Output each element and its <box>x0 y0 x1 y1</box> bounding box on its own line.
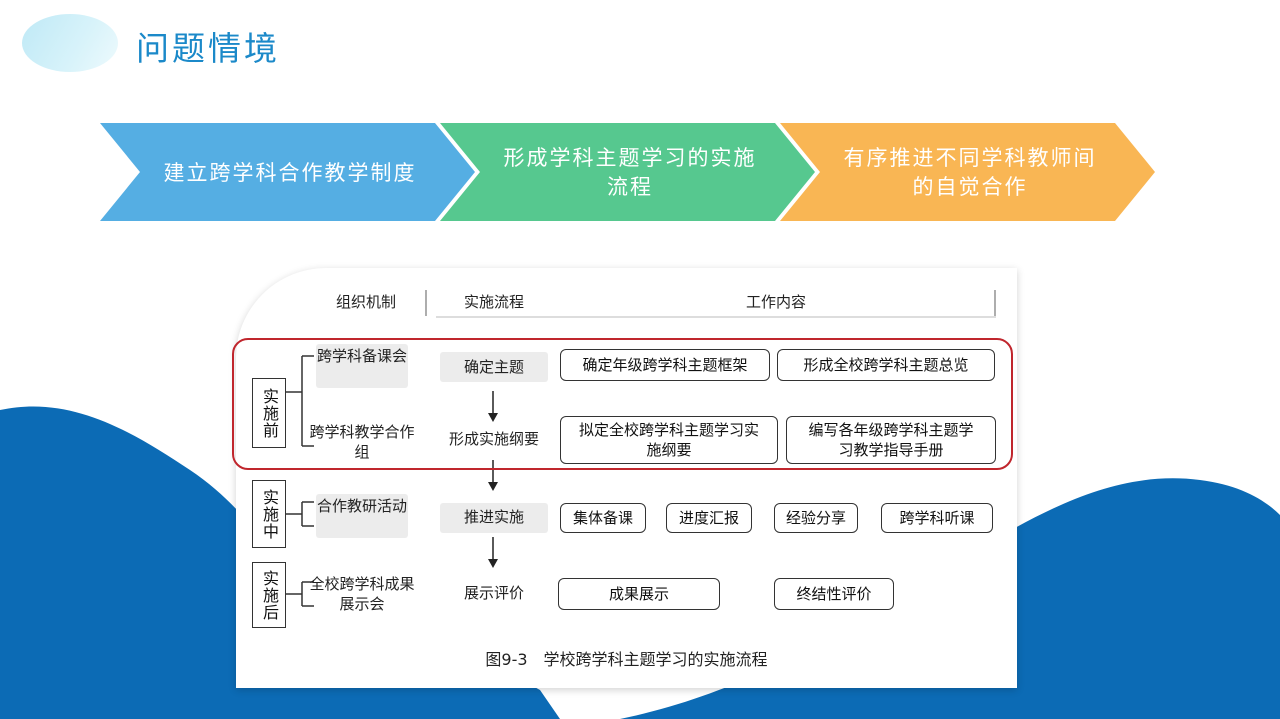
task-box: 确定年级跨学科主题框架 <box>560 349 770 381</box>
task-box: 形成全校跨学科主题总览 <box>777 349 995 381</box>
task-box: 集体备课 <box>560 503 646 533</box>
phase-after: 实施后 <box>252 562 286 628</box>
step-3: 推进实施 <box>463 508 524 526</box>
task-box: 进度汇报 <box>666 503 752 533</box>
flow-lines <box>286 290 996 607</box>
step-4: 展示评价 <box>463 584 524 602</box>
decorative-blob <box>22 14 118 72</box>
chevron-3-text: 有序推进不同学科教师间的自觉合作 <box>843 146 1097 199</box>
org-1: 跨学科备课会 <box>316 347 407 365</box>
page-title: 问题情境 <box>136 29 280 68</box>
header-process: 实施流程 <box>463 293 524 311</box>
task-box: 拟定全校跨学科主题学习实施纲要 <box>560 416 778 464</box>
chevron-1-text: 建立跨学科合作教学制度 <box>163 160 417 185</box>
task-box: 跨学科听课 <box>881 503 993 533</box>
org-3: 合作教研活动 <box>316 497 407 515</box>
flow-diagram: 组织机制 实施流程 工作内容 实施前 实施中 实施后 跨学科备课会 跨学科教学合… <box>236 268 1017 688</box>
chevron-2 <box>440 123 815 221</box>
chevron-2-text: 形成学科主题学习的实施流程 <box>503 146 757 199</box>
figure-card: 组织机制 实施流程 工作内容 实施前 实施中 实施后 跨学科备课会 跨学科教学合… <box>236 268 1017 688</box>
task-box: 成果展示 <box>558 578 720 610</box>
header-org: 组织机制 <box>335 293 396 311</box>
task-box: 终结性评价 <box>774 578 894 610</box>
phase-during: 实施中 <box>252 480 286 548</box>
task-box: 经验分享 <box>774 503 858 533</box>
header-content: 工作内容 <box>745 293 806 311</box>
chevron-1 <box>100 123 475 221</box>
step-1: 确定主题 <box>463 358 524 376</box>
task-box: 编写各年级跨学科主题学习教学指导手册 <box>786 416 996 464</box>
figure-caption: 图9-3 学校跨学科主题学习的实施流程 <box>485 650 768 669</box>
highlight-frame <box>232 338 1013 470</box>
org-2: 跨学科教学合作组 <box>309 423 415 461</box>
step-2: 形成实施纲要 <box>448 430 539 448</box>
org-4: 全校跨学科成果展示会 <box>309 575 415 613</box>
chevron-3 <box>780 123 1155 221</box>
phase-before: 实施前 <box>252 378 286 448</box>
chevron-banner <box>100 123 1155 221</box>
